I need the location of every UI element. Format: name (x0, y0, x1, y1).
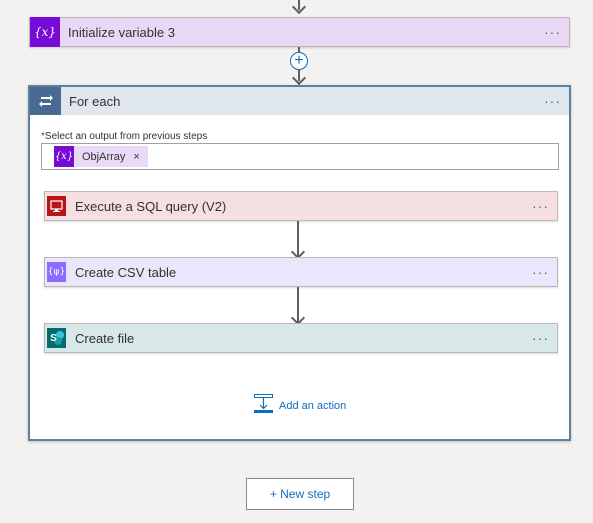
variable-icon: {x} (54, 146, 74, 167)
for-each-title: For each (69, 93, 121, 109)
output-selector-field[interactable]: {x} ObjArray × (41, 143, 559, 170)
connector-top (298, 0, 300, 10)
connector-sql-csv (297, 221, 299, 257)
sharepoint-icon: S (47, 328, 66, 348)
action-create-csv-more-button[interactable]: ··· (532, 264, 549, 280)
data-operation-icon: {ψ} (47, 262, 66, 282)
new-step-button[interactable]: + New step (246, 478, 354, 510)
initialize-variable-card[interactable]: {x} Initialize variable 3 ··· (29, 17, 570, 47)
action-sql-query-title: Execute a SQL query (V2) (75, 198, 227, 214)
token-label: ObjArray (82, 150, 126, 163)
connector-csv-file (297, 287, 299, 323)
add-action-label: Add an action (279, 400, 347, 412)
action-create-file-title: Create file (75, 330, 135, 346)
action-sql-query-more-button[interactable]: ··· (532, 198, 549, 214)
field-label: *Select an output from previous steps (41, 131, 208, 142)
for-each-more-options-button[interactable]: ··· (544, 93, 561, 109)
connector-top-arrowhead (291, 0, 307, 15)
add-action-icon (254, 394, 273, 418)
required-mark: * (41, 131, 45, 142)
objarray-token[interactable]: {x} ObjArray × (54, 146, 148, 167)
for-each-header[interactable]: For each ··· (30, 87, 569, 115)
more-options-button[interactable]: ··· (544, 24, 561, 40)
sql-server-icon (47, 196, 66, 216)
for-each-scope: For each ··· *Select an output from prev… (28, 85, 571, 441)
insert-step-button[interactable]: + (290, 52, 308, 70)
action-create-file-more-button[interactable]: ··· (532, 330, 549, 346)
loop-icon (30, 87, 61, 115)
variable-icon: {x} (30, 17, 60, 47)
add-action-button[interactable]: Add an action (254, 394, 346, 418)
initialize-variable-title: Initialize variable 3 (68, 24, 175, 40)
action-create-csv[interactable]: {ψ} Create CSV table ··· (44, 257, 558, 287)
action-create-file[interactable]: S Create file ··· (44, 323, 558, 353)
remove-token-button[interactable]: × (133, 150, 140, 163)
action-sql-query[interactable]: Execute a SQL query (V2) ··· (44, 191, 558, 221)
action-create-csv-title: Create CSV table (75, 264, 177, 280)
connector-insert-arrowhead (291, 70, 307, 86)
